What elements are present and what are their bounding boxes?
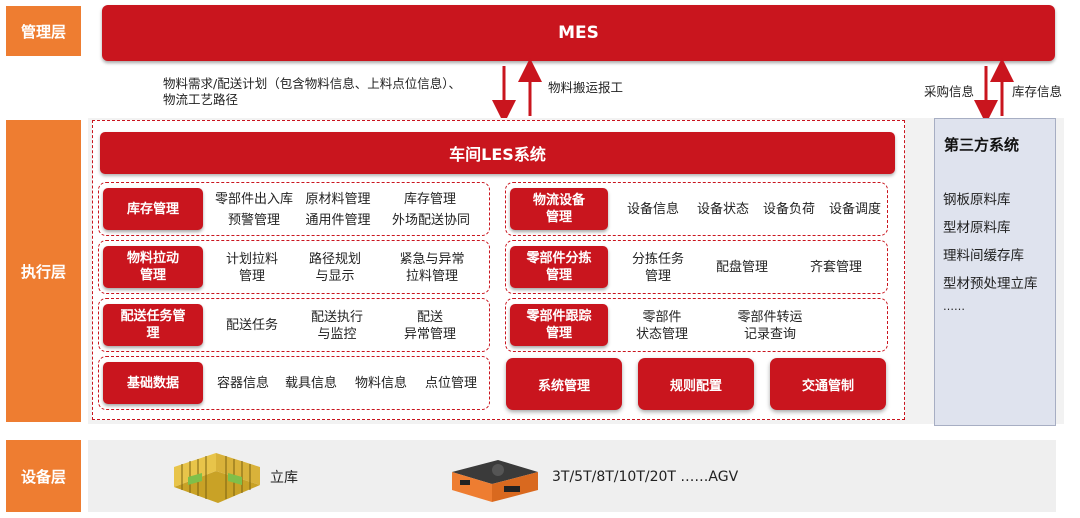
category-base-data[interactable]: 基础数据 <box>103 362 203 404</box>
layer-tag-execution: 执行层 <box>6 120 81 422</box>
warehouse-rack-icon <box>174 453 260 503</box>
category-delivery-task[interactable]: 配送任务管 理 <box>103 304 203 346</box>
agv-label: 3T/5T/8T/10T/20T ……AGV <box>552 469 739 485</box>
item-alert-management[interactable]: 预警管理 <box>227 212 280 228</box>
layer-tag-management: 管理层 <box>6 6 81 56</box>
les-system-title: 车间LES系统 <box>100 132 895 174</box>
item-route-planning[interactable]: 路径规划 与显示 <box>308 252 361 284</box>
category-logistics-equipment[interactable]: 物流设备 管理 <box>510 188 608 230</box>
category-parts-sorting[interactable]: 零部件分拣 管理 <box>510 246 608 288</box>
third-party-title: 第三方系统 <box>944 136 1020 154</box>
rule-config-button[interactable]: 规则配置 <box>638 358 754 410</box>
item-plan-pull[interactable]: 计划拉料 管理 <box>225 252 278 284</box>
flow-arrows <box>492 58 1014 124</box>
flow-up-label: 物料搬运报工 <box>548 80 624 95</box>
item-parts-in-out[interactable]: 零部件出入库 <box>214 191 293 207</box>
item-equipment-status[interactable]: 设备状态 <box>696 201 749 217</box>
mes-system-bar: MES <box>102 5 1055 61</box>
item-carrier-info[interactable]: 载具信息 <box>284 375 337 391</box>
item-stock-management[interactable]: 库存管理 <box>403 191 456 207</box>
agv-robot-icon <box>452 460 538 502</box>
inventory-info-label: 库存信息 <box>1012 84 1063 99</box>
item-delivery-task[interactable]: 配送任务 <box>225 317 278 333</box>
item-field-delivery[interactable]: 外场配送协同 <box>391 212 470 228</box>
third-party-item: 型材原料库 <box>943 220 1011 236</box>
item-delivery-exception[interactable]: 配送 异常管理 <box>403 310 456 342</box>
item-parts-transfer-record[interactable]: 零部件转运 记录查询 <box>737 310 803 342</box>
category-inventory-management[interactable]: 库存管理 <box>103 188 203 230</box>
item-common-parts[interactable]: 通用件管理 <box>305 212 371 228</box>
system-management-button[interactable]: 系统管理 <box>506 358 622 410</box>
item-delivery-execution[interactable]: 配送执行 与监控 <box>310 310 363 342</box>
third-party-item: 钢板原料库 <box>943 192 1011 208</box>
item-tray-matching[interactable]: 配盘管理 <box>715 259 768 275</box>
item-equipment-dispatch[interactable]: 设备调度 <box>828 201 881 217</box>
third-party-item: …… <box>943 300 965 313</box>
third-party-item: 型材预处理立库 <box>943 276 1038 292</box>
item-raw-material[interactable]: 原材料管理 <box>305 191 371 207</box>
category-material-pull[interactable]: 物料拉动 管理 <box>103 246 203 288</box>
item-container-info[interactable]: 容器信息 <box>216 375 269 391</box>
item-parts-status[interactable]: 零部件 状态管理 <box>635 310 688 342</box>
item-urgent-pull[interactable]: 紧急与异常 拉料管理 <box>399 252 465 284</box>
layer-tag-equipment: 设备层 <box>6 440 81 512</box>
item-kitting-management[interactable]: 齐套管理 <box>809 259 862 275</box>
item-equipment-info[interactable]: 设备信息 <box>626 201 679 217</box>
item-point-management[interactable]: 点位管理 <box>424 375 477 391</box>
purchase-info-label: 采购信息 <box>924 84 975 99</box>
third-party-item: 理料间缓存库 <box>943 248 1024 264</box>
category-parts-tracking[interactable]: 零部件跟踪 管理 <box>510 304 608 346</box>
storage-label: 立库 <box>270 470 298 486</box>
traffic-control-button[interactable]: 交通管制 <box>770 358 886 410</box>
third-party-panel <box>934 118 1056 426</box>
item-material-info[interactable]: 物料信息 <box>354 375 407 391</box>
item-sorting-task[interactable]: 分拣任务 管理 <box>631 252 684 284</box>
item-equipment-load[interactable]: 设备负荷 <box>762 201 815 217</box>
flow-down-label: 物料需求/配送计划（包含物料信息、上料点位信息）、 物流工艺路径 <box>163 76 461 107</box>
